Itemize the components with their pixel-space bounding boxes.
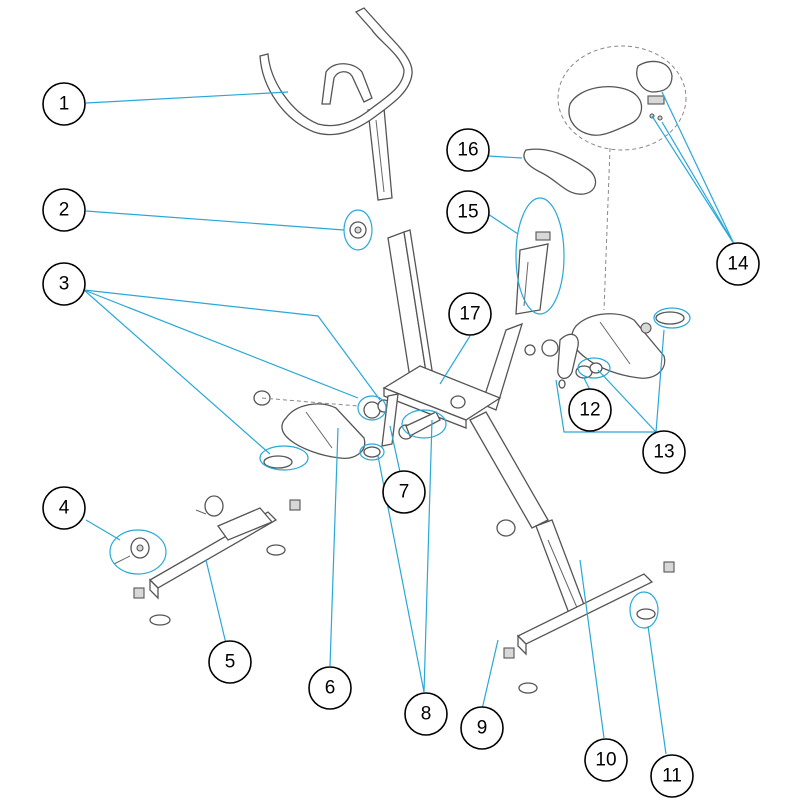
callout-9: 9 [460, 706, 504, 750]
callout-3: 3 [42, 262, 86, 306]
callout-16: 16 [446, 128, 490, 172]
callout-13-label: 13 [653, 442, 674, 463]
callout-14-label: 14 [727, 254, 749, 275]
callout-5: 5 [208, 640, 252, 684]
callout-8-label: 8 [421, 704, 432, 725]
callout-17-label: 17 [459, 304, 480, 325]
rear-base [496, 519, 675, 694]
callout-4: 4 [42, 486, 86, 530]
callout-5-label: 5 [225, 652, 236, 673]
left-crank-cover [253, 390, 366, 469]
callout-11-label: 11 [662, 766, 682, 787]
callout-9-label: 9 [477, 718, 488, 739]
right-crank-cover [524, 311, 685, 389]
handlebar-post [367, 107, 393, 201]
tension-knob [349, 221, 367, 239]
callout-6-label: 6 [325, 678, 336, 699]
callout-2: 2 [42, 188, 86, 232]
callout-7-label: 7 [399, 482, 410, 503]
main-frame [382, 229, 587, 617]
callout-15: 15 [446, 190, 490, 234]
callout-8: 8 [404, 692, 448, 736]
saddle [523, 148, 597, 195]
callout-2-label: 2 [59, 200, 70, 221]
callout-14: 14 [716, 242, 760, 286]
callout-11: 11 [650, 754, 694, 798]
seat-post [515, 231, 551, 315]
callout-12-label: 12 [579, 400, 600, 421]
callout-10-label: 10 [595, 750, 616, 771]
callout-12: 12 [568, 388, 612, 432]
saddle-housing-detail [557, 45, 687, 311]
callout-17: 17 [448, 292, 492, 336]
callout-3-label: 3 [59, 274, 70, 295]
front-base [133, 495, 301, 626]
callout-10: 10 [584, 738, 628, 782]
handlebar [259, 7, 413, 136]
callout-15-label: 15 [457, 202, 478, 223]
callout-7: 7 [382, 470, 426, 514]
transport-wheel [113, 537, 150, 565]
callout-16-label: 16 [457, 140, 478, 161]
callout-1: 1 [42, 82, 86, 126]
callout-13: 13 [642, 430, 686, 474]
callout-4-label: 4 [59, 498, 70, 519]
callout-1-label: 1 [59, 94, 70, 115]
leader-lines [83, 91, 735, 755]
callout-6: 6 [308, 666, 352, 710]
